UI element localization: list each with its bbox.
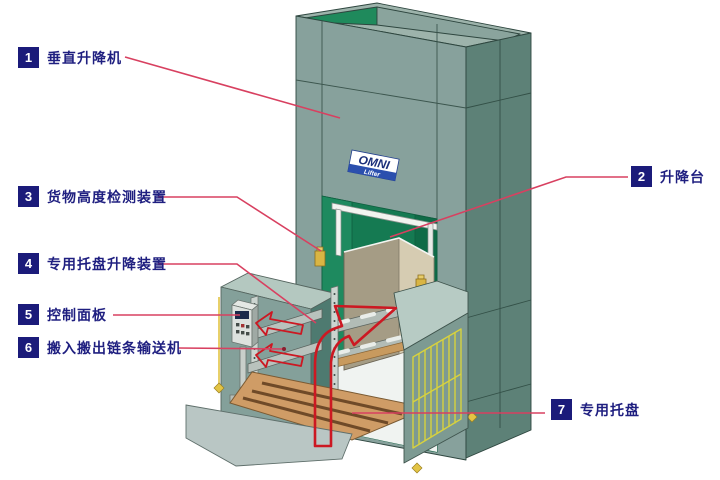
leader-3 — [158, 196, 322, 252]
pallet — [229, 371, 430, 441]
unload-arrow-top — [255, 311, 304, 336]
leader-2 — [389, 176, 628, 238]
leader-lines — [113, 56, 628, 414]
callout-number-badge: 2 — [631, 166, 652, 187]
callout-number-badge: 5 — [18, 304, 39, 325]
omni-logo: OMNI Lifter — [347, 149, 400, 182]
callout-number-badge: 3 — [18, 186, 39, 207]
callout-label: 升降台 — [660, 168, 705, 185]
platform-top-beam — [331, 202, 438, 231]
callout-6-chain-conveyor: 6 搬入搬出链条输送机 — [18, 337, 182, 358]
callout-label: 货物高度检测装置 — [47, 188, 167, 205]
callout-label: 垂直升降机 — [47, 49, 122, 66]
panel-right — [251, 304, 259, 348]
ramp — [185, 404, 353, 467]
leader-6 — [177, 347, 285, 350]
callout-7-special-pallet: 7 专用托盘 — [551, 399, 640, 420]
callout-label: 专用托盘升降装置 — [47, 255, 167, 272]
right-cabinet — [393, 280, 469, 464]
logo-text-lifter: Lifter — [363, 169, 381, 179]
callout-number-badge: 6 — [18, 337, 39, 358]
leader-1 — [124, 56, 341, 119]
anchor-diamond — [213, 382, 225, 394]
callout-5-control-panel: 5 控制面板 — [18, 304, 107, 325]
flow-arrows — [255, 304, 398, 448]
pallet-top — [229, 371, 430, 441]
leader-4 — [158, 263, 317, 324]
callout-1-vertical-lift: 1 垂直升降机 — [18, 47, 122, 68]
light-curtain — [213, 297, 478, 474]
cabinet-top — [393, 280, 469, 351]
unload-arrow-bottom — [255, 343, 304, 368]
callout-number-badge: 4 — [18, 253, 39, 274]
panel-display — [235, 311, 249, 319]
platform-left-post — [335, 208, 342, 257]
callout-number-badge: 7 — [551, 399, 572, 420]
logo-text-omni: OMNI — [357, 153, 391, 173]
callout-label: 专用托盘 — [580, 401, 640, 418]
callout-label: 搬入搬出链条输送机 — [47, 339, 182, 356]
anchor-diamond — [466, 411, 478, 423]
sensor-right-cap — [417, 274, 425, 280]
sensor-left-body — [314, 250, 326, 267]
callout-3-height-detector: 3 货物高度检测装置 — [18, 186, 167, 207]
callout-4-pallet-lifter: 4 专用托盘升降装置 — [18, 253, 167, 274]
callout-number-badge: 1 — [18, 47, 39, 68]
tower-right-face — [465, 32, 532, 459]
callout-label: 控制面板 — [47, 306, 107, 323]
main-flow-arrow — [313, 304, 398, 448]
callout-2-lift-platform: 2 升降台 — [631, 166, 705, 187]
safety-grille — [412, 328, 462, 449]
anchor-diamond — [411, 462, 423, 474]
